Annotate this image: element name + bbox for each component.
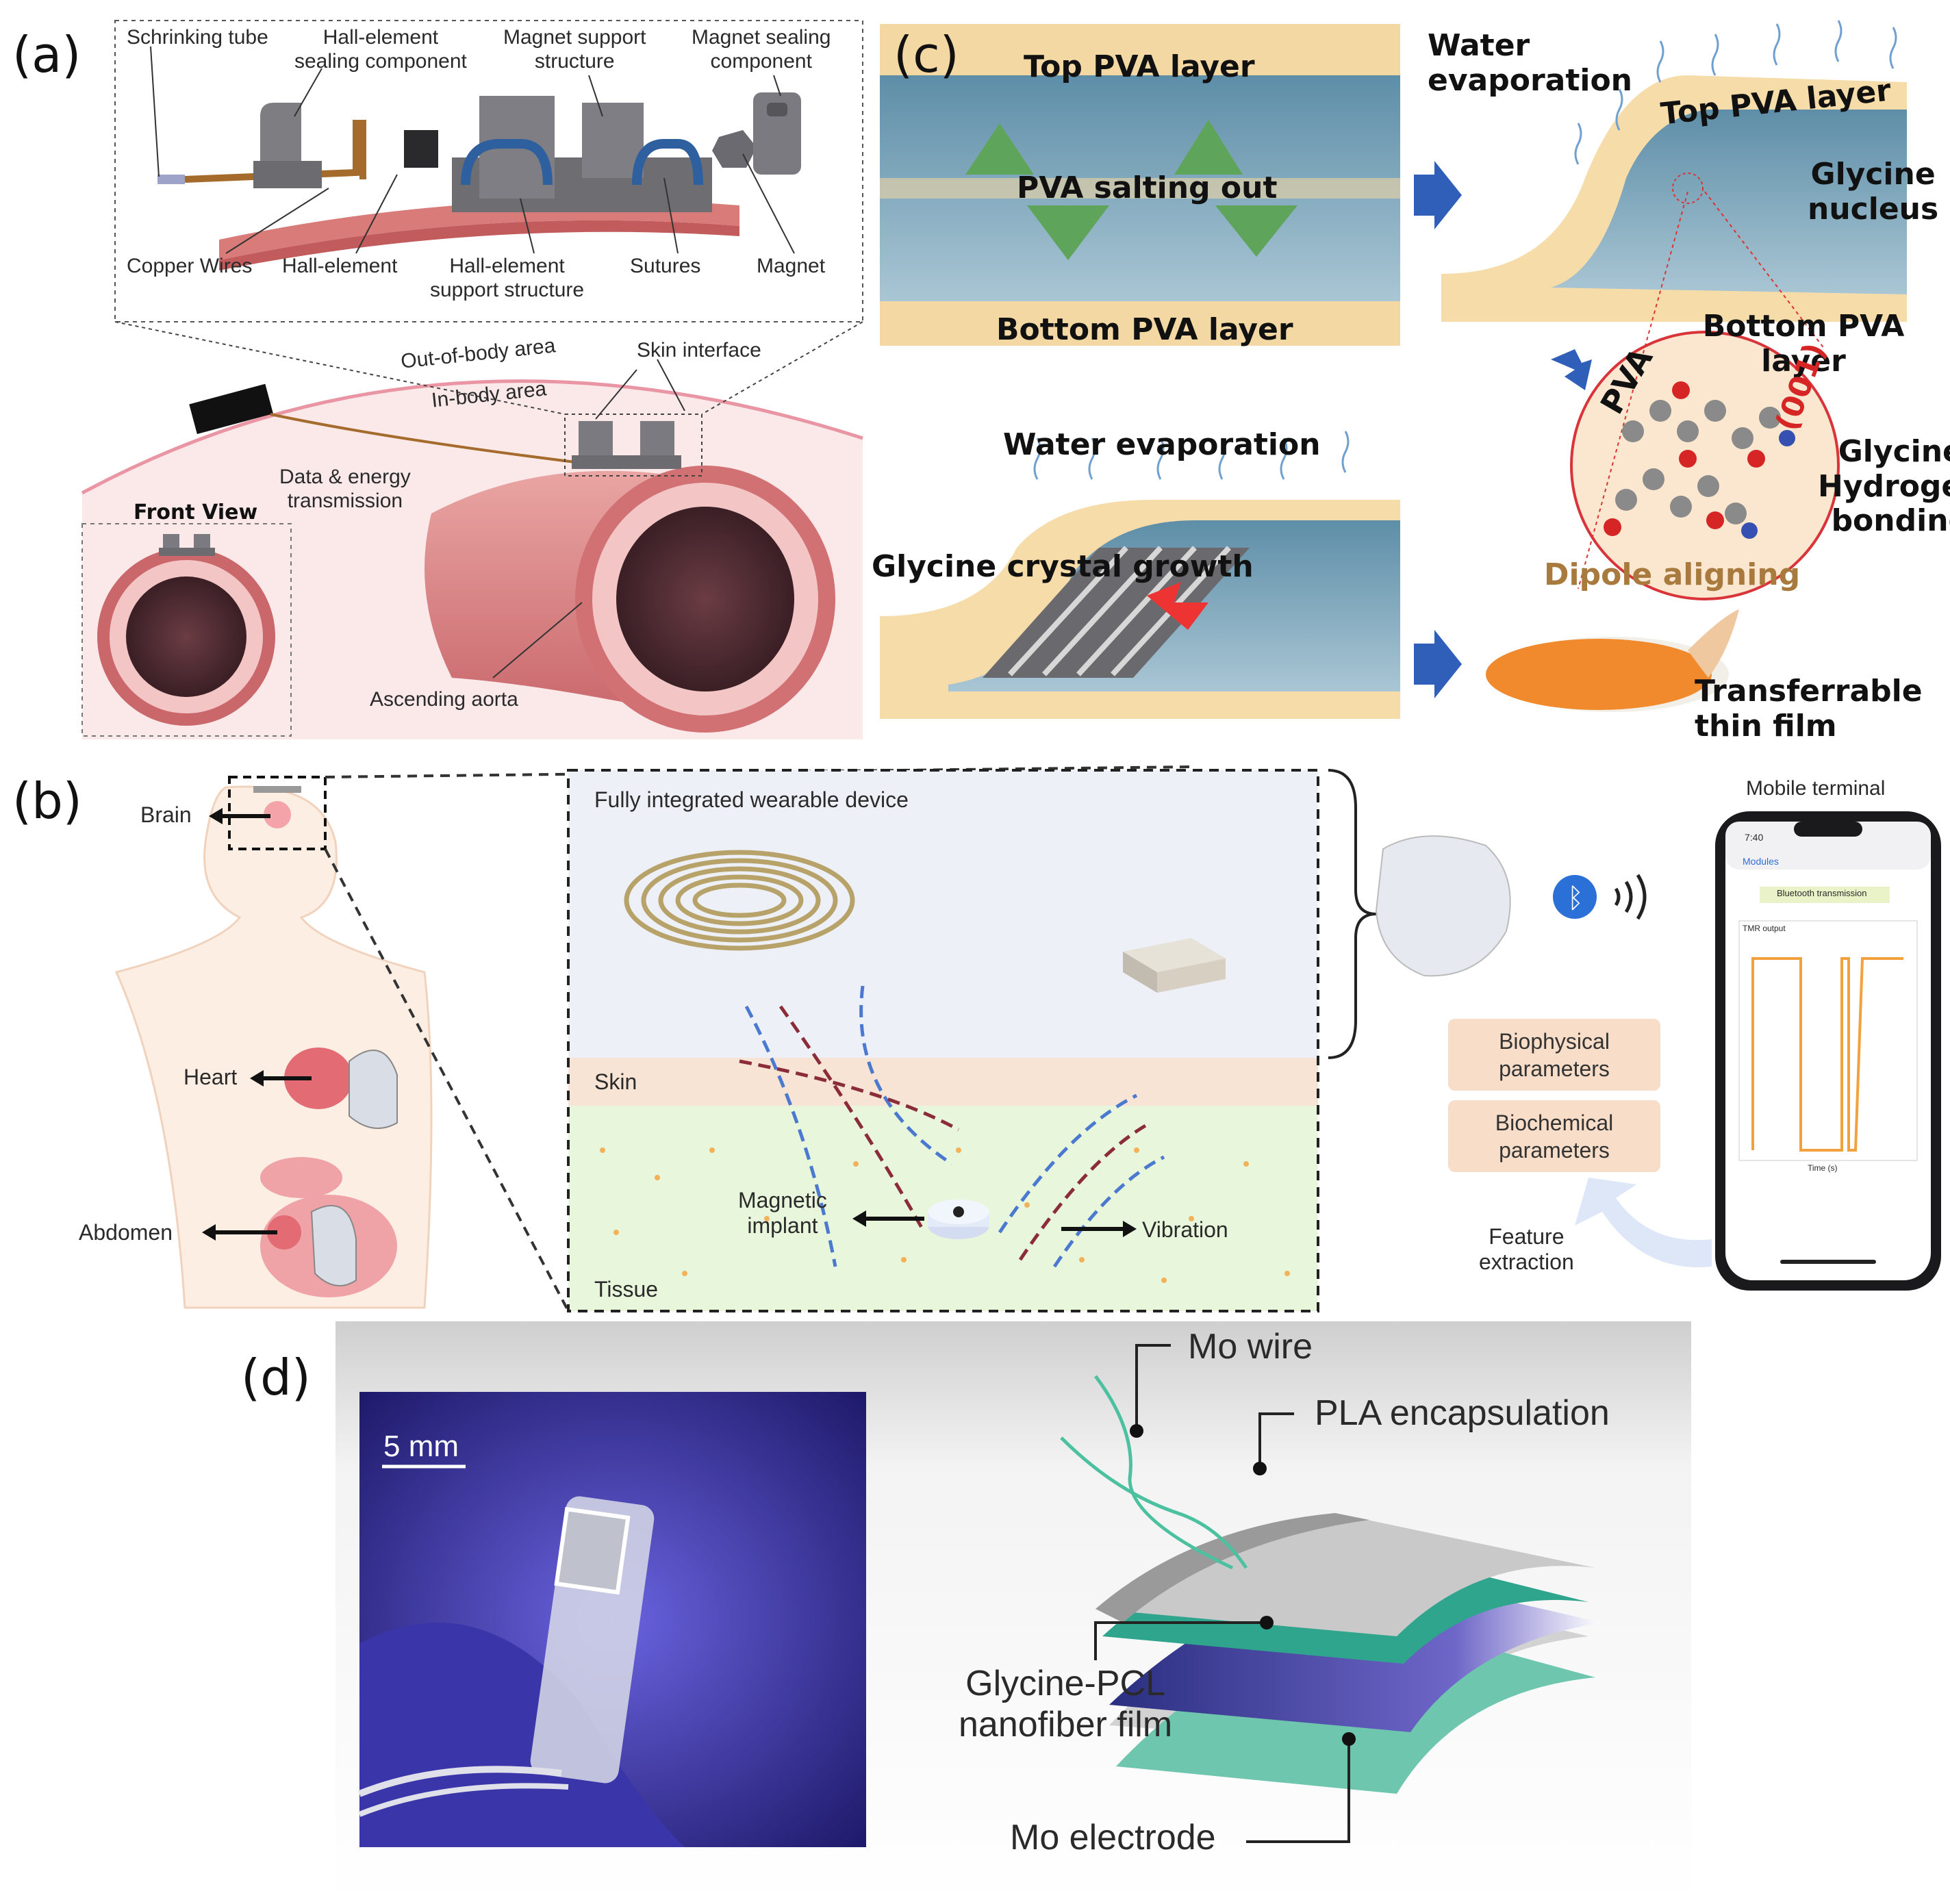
panel-d-letter: (d) <box>241 1349 311 1406</box>
panel-b-letter: (b) <box>12 772 82 830</box>
label-mo-electrode: Mo electrode <box>1010 1818 1216 1857</box>
panel-b-illustration: ᛒ <box>114 765 1941 1312</box>
tile-biochemical: Biochemical parameters <box>1448 1100 1660 1172</box>
label-bottom-pva-1: Bottom PVA layer <box>996 312 1293 347</box>
label-hall-support: Hall-element support structure <box>430 255 585 301</box>
panel-c: (c) Top PVA layer PVA salting out Bottom… <box>866 0 1950 743</box>
label-data-energy: Data & energy transmission <box>279 466 411 512</box>
label-glycine-pcl: Glycine-PCL nanofiber film <box>959 1664 1173 1744</box>
label-hall-element: Hall-element <box>282 255 398 277</box>
phone-output-label: TMR output <box>1743 924 1786 933</box>
label-top-pva-1: Top PVA layer <box>1024 49 1255 84</box>
label-magnet: Magnet <box>757 255 826 277</box>
label-sutures: Sutures <box>630 255 701 277</box>
label-glycine-nucleus: Glycine nucleus <box>1808 157 1939 227</box>
label-skin-interface: Skin interface <box>637 339 761 361</box>
label-schrinking-tube: Schrinking tube <box>127 26 268 49</box>
label-scale-bar: 5 mm <box>383 1430 459 1463</box>
phone-xaxis-label: Time (s) <box>1808 1163 1838 1173</box>
label-skin: Skin <box>594 1069 637 1094</box>
label-hall-sealing: Hall-element sealing component <box>294 26 467 73</box>
phone-bt-label: Bluetooth transmission <box>1777 888 1867 898</box>
label-glycine-hb: Glycine Hydrogen bonding <box>1818 434 1950 539</box>
panel-c-letter: (c) <box>894 26 959 84</box>
label-magnetic-implant: Magnetic implant <box>738 1188 827 1238</box>
tile-biophysical: Biophysical parameters <box>1448 1019 1660 1091</box>
label-abdomen: Abdomen <box>79 1220 173 1245</box>
label-brain: Brain <box>140 802 192 827</box>
label-water-evap-2: Water evaporation <box>1003 427 1321 462</box>
label-dipole: Dipole aligning <box>1544 557 1801 592</box>
panel-d: (d) 5 mm Mo wire PLA encapsulation Glyci… <box>0 1321 1950 1904</box>
label-fully-integrated: Fully integrated wearable device <box>594 787 909 812</box>
panel-b: ᛒ (b) Brain Heart Abdomen Fully integrat… <box>0 739 1950 1321</box>
label-water-evap-1: Water evaporation <box>1428 28 1632 98</box>
label-mobile-terminal: Mobile terminal <box>1746 777 1886 800</box>
label-copper-wires: Copper Wires <box>127 255 253 277</box>
panel-a-letter: (a) <box>12 26 81 84</box>
panel-c-illustration <box>880 20 1907 719</box>
label-feature-extraction: Feature extraction <box>1479 1224 1574 1274</box>
phone-time: 7:40 <box>1745 832 1764 843</box>
label-tissue: Tissue <box>594 1277 659 1302</box>
panel-a-illustration <box>81 20 863 739</box>
svg-text:ᛒ: ᛒ <box>1567 883 1584 914</box>
panel-a: (a) Schrinking tube Hall-element sealing… <box>0 0 866 739</box>
label-heart: Heart <box>183 1065 238 1089</box>
label-bottom-pva-2: Bottom PVA layer <box>1702 309 1905 379</box>
label-pla: PLA encapsulation <box>1315 1393 1610 1433</box>
label-vibration: Vibration <box>1142 1217 1228 1242</box>
panel-d-illustration <box>335 1321 1691 1904</box>
phone-back: Modules <box>1743 856 1779 867</box>
label-magnet-sealing: Magnet sealing component <box>692 26 831 73</box>
label-salting-out: PVA salting out <box>1017 170 1278 205</box>
label-crystal-growth: Glycine crystal growth <box>872 549 1254 584</box>
label-transferrable: Transferrable thin film <box>1695 674 1923 744</box>
label-front-view: Front View <box>134 500 258 524</box>
label-magnet-support: Magnet support structure <box>503 26 646 73</box>
label-ascending-aorta: Ascending aorta <box>370 688 518 711</box>
label-mo-wire: Mo wire <box>1188 1327 1313 1367</box>
